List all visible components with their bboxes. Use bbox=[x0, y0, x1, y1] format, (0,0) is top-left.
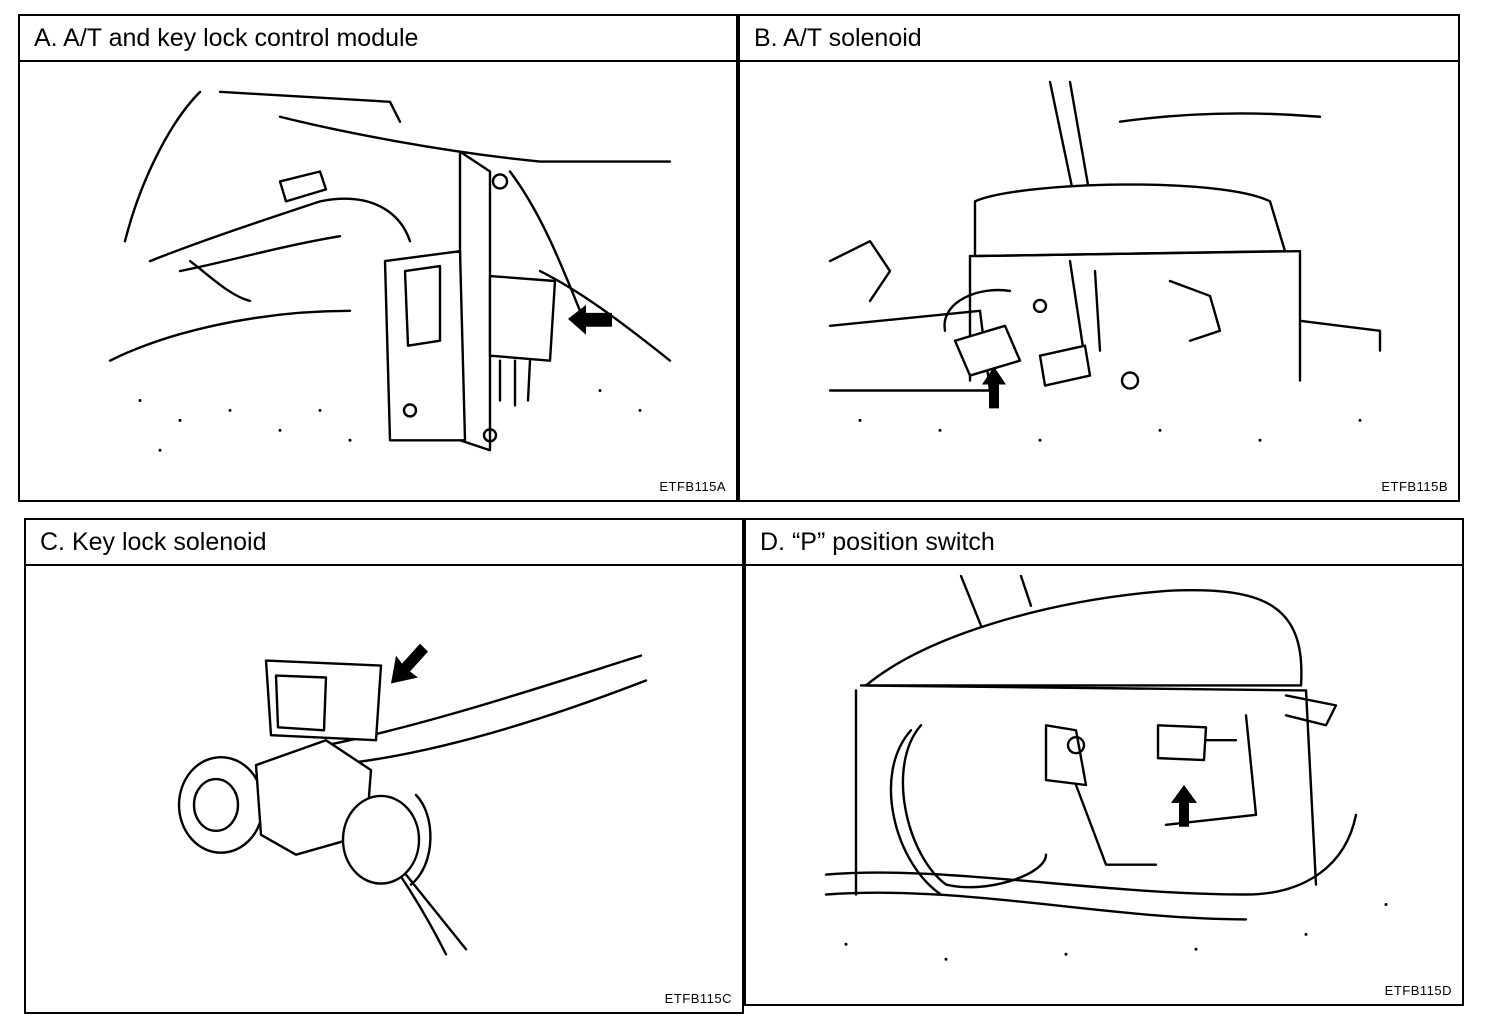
arrow-up-icon bbox=[982, 366, 1006, 409]
panel-d-figure-code: ETFB115D bbox=[1384, 983, 1452, 998]
panel-a-illustration bbox=[20, 62, 736, 500]
panel-b-figure-code: ETFB115B bbox=[1381, 479, 1448, 494]
panel-a-figure-code: ETFB115A bbox=[659, 479, 726, 494]
arrow-down-left-icon bbox=[391, 643, 428, 684]
panel-b: B. A/T solenoid bbox=[738, 14, 1460, 502]
panel-a-title: A. A/T and key lock control module bbox=[20, 16, 736, 62]
panel-c-title: C. Key lock solenoid bbox=[26, 520, 742, 566]
panel-d: D. “P” position switch bbox=[744, 518, 1464, 1006]
panel-b-title: B. A/T solenoid bbox=[740, 16, 1458, 62]
panel-c-illustration bbox=[26, 566, 742, 1012]
panel-c: C. Key lock solenoid ETFB115C bbox=[24, 518, 744, 1014]
arrow-left-icon bbox=[568, 304, 612, 335]
panel-d-illustration bbox=[746, 566, 1462, 1004]
arrow-up-icon bbox=[1171, 785, 1197, 827]
panel-b-illustration bbox=[740, 62, 1458, 500]
panel-a: A. A/T and key lock control module bbox=[18, 14, 738, 502]
panel-c-figure-code: ETFB115C bbox=[664, 991, 732, 1006]
panel-d-title: D. “P” position switch bbox=[746, 520, 1462, 566]
